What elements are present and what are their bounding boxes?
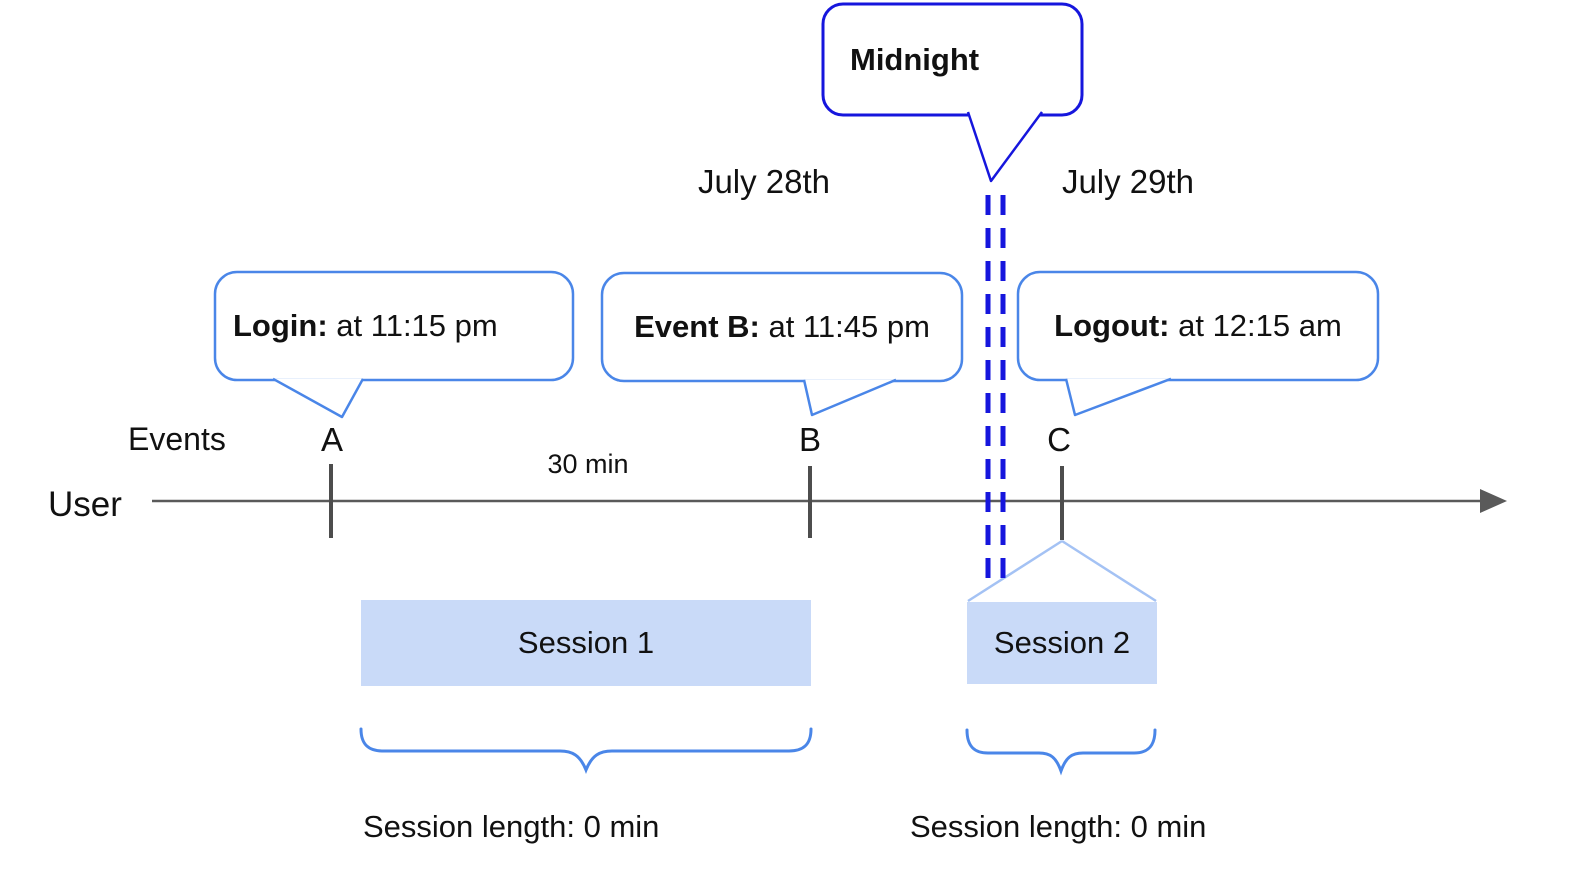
event-c-label: C bbox=[1047, 421, 1071, 458]
logout-label-time: at 12:15 am bbox=[1169, 308, 1342, 343]
login-callout-bubble bbox=[213, 270, 575, 382]
login-label-time: at 11:15 pm bbox=[327, 308, 498, 343]
event-b-label-time: at 11:45 pm bbox=[759, 309, 930, 344]
session-1-label: Session 1 bbox=[517, 625, 655, 660]
logout-callout-text: Logout: at 12:15 am bbox=[1018, 272, 1378, 380]
session-2-connector-left-line bbox=[967, 539, 1063, 603]
midnight-callout-bubble bbox=[821, 2, 1084, 117]
interval-30min-label: 30 min bbox=[547, 449, 629, 479]
session-2-brace bbox=[965, 728, 1157, 776]
events-row-label: Events bbox=[128, 421, 226, 457]
login-callout-text: Login: at 11:15 pm bbox=[215, 272, 573, 380]
session-2-label: Session 2 bbox=[993, 625, 1131, 660]
midnight-callout-tail bbox=[966, 111, 1044, 183]
event-b-callout-tail bbox=[802, 378, 897, 417]
user-axis-label: User bbox=[48, 485, 122, 524]
date-july-28-label: July 28th bbox=[697, 163, 831, 200]
event-a-label: A bbox=[320, 421, 344, 458]
login-label-bold: Login: bbox=[233, 308, 328, 343]
session-2-connector-right-line bbox=[1061, 539, 1157, 603]
logout-label-bold: Logout: bbox=[1054, 308, 1170, 343]
event-b-label: B bbox=[798, 421, 822, 458]
midnight-label: Midnight bbox=[850, 41, 980, 77]
logout-callout-bubble bbox=[1016, 270, 1380, 382]
login-callout-tail bbox=[272, 377, 365, 419]
session-1-brace bbox=[359, 727, 813, 775]
session-1-box bbox=[361, 600, 811, 686]
logout-callout-tail bbox=[1064, 377, 1172, 417]
midnight-callout-text: Midnight bbox=[823, 4, 1082, 115]
session-2-length-label: Session length: 0 min bbox=[910, 809, 1207, 844]
event-b-callout-bubble bbox=[600, 271, 964, 383]
session-2-box bbox=[967, 602, 1157, 684]
event-b-callout-text: Event B: at 11:45 pm bbox=[602, 273, 962, 381]
event-b-label-bold: Event B: bbox=[634, 309, 760, 344]
timeline-arrowhead bbox=[1480, 489, 1507, 513]
date-july-29-label: July 29th bbox=[1061, 163, 1195, 200]
session-1-length-label: Session length: 0 min bbox=[363, 809, 660, 844]
